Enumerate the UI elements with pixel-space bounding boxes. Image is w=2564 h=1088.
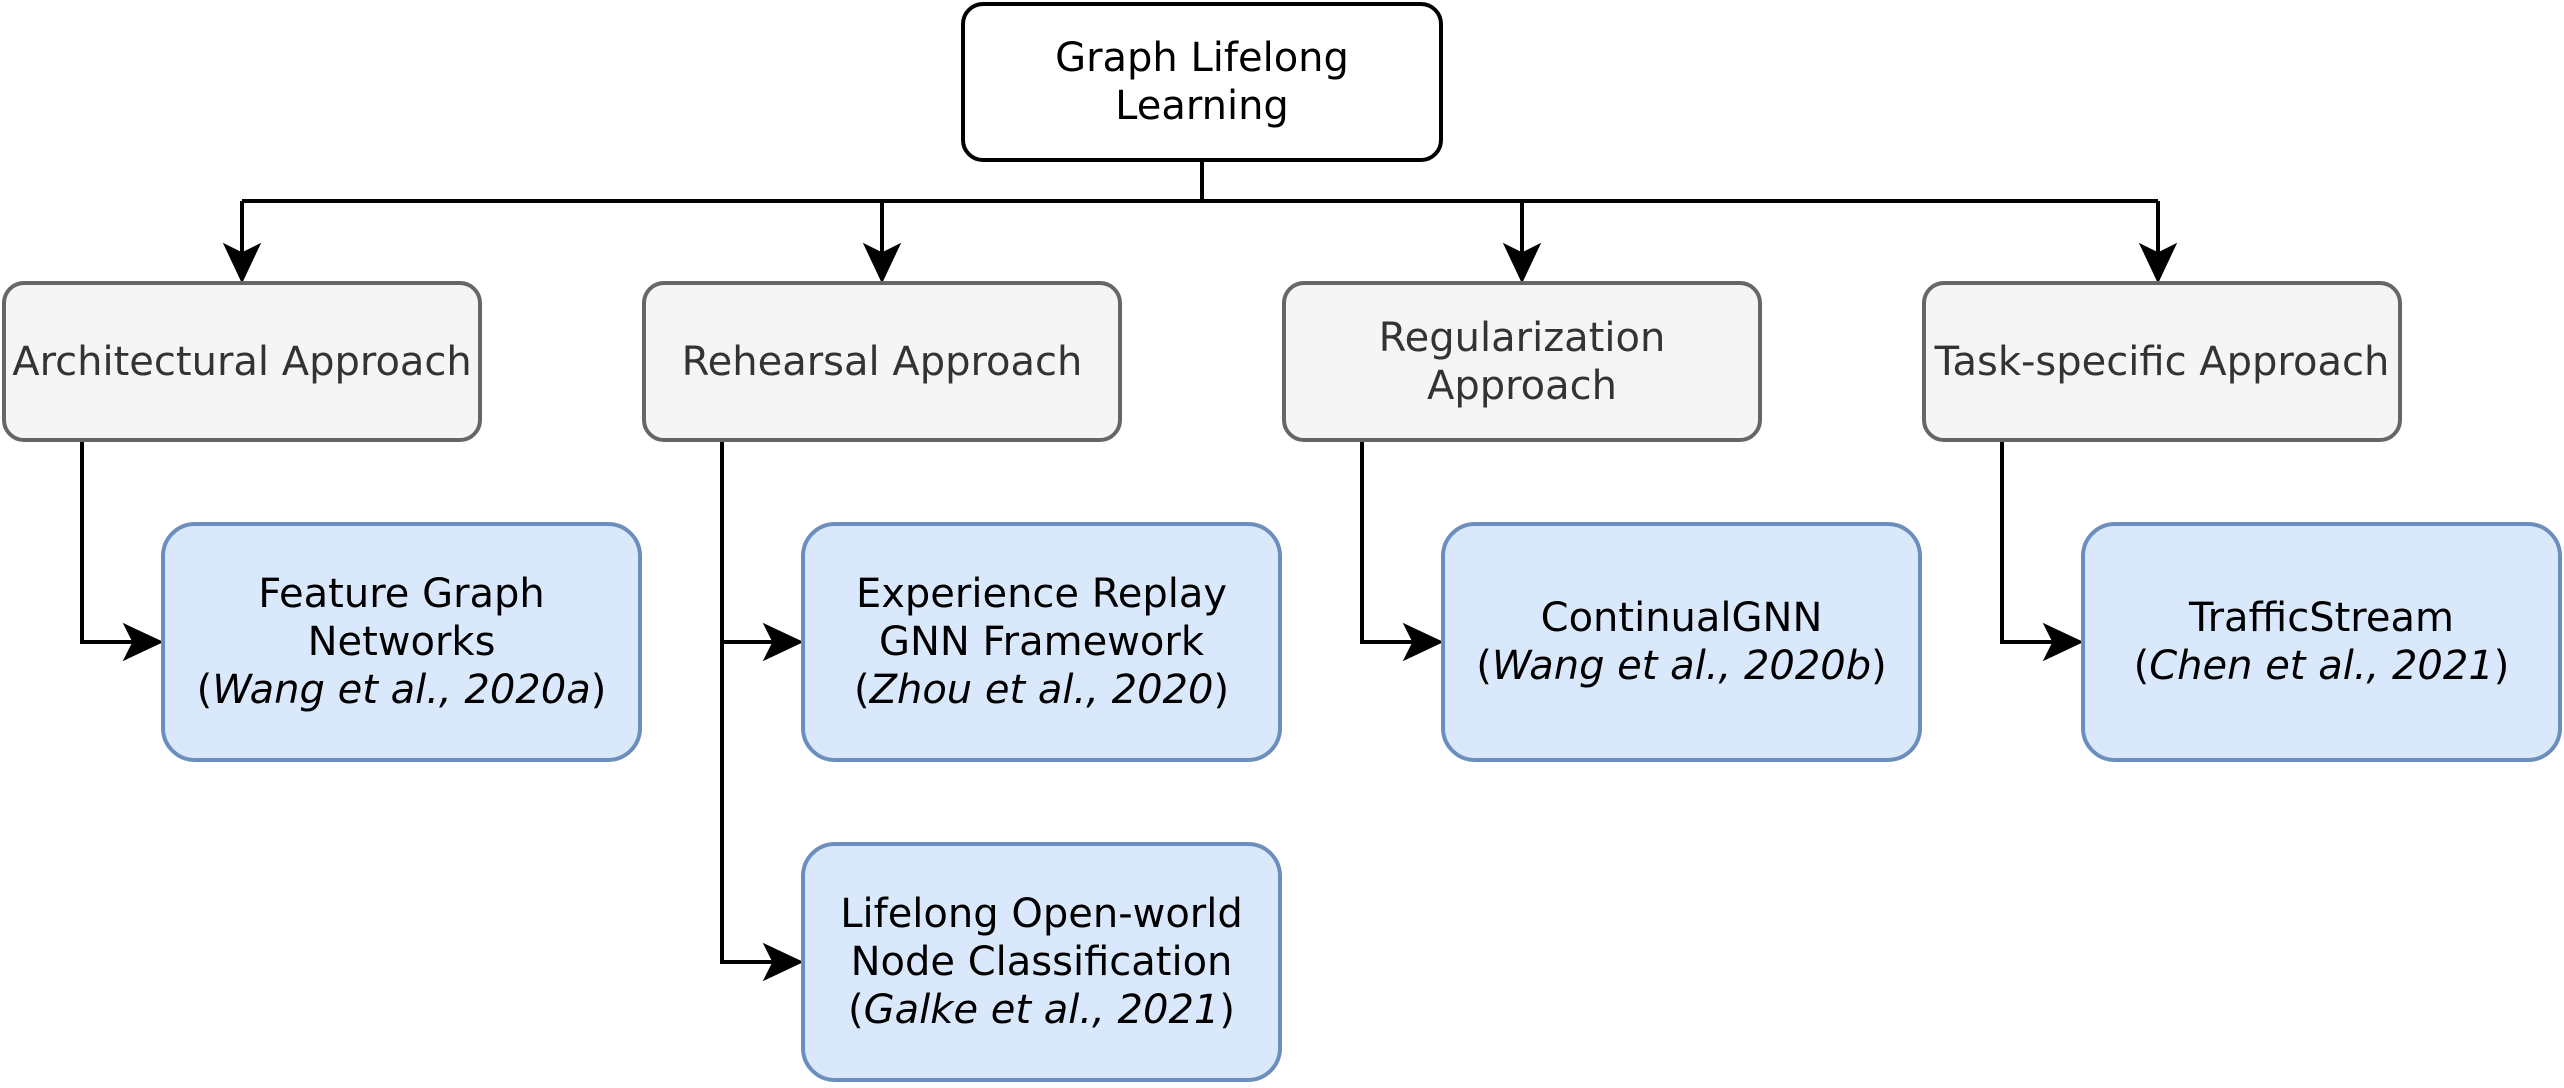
arrowhead-lifelong-open-world-icon bbox=[762, 942, 804, 982]
connector-task-specific-to-traffic-stream bbox=[2000, 442, 2070, 644]
connector-regularization-to-continual-gnn bbox=[1360, 442, 1430, 644]
method-title-line2: Node Classification bbox=[850, 939, 1233, 985]
method-node-feature-graph-networks: Feature Graph Networks (Wang et al., 202… bbox=[161, 522, 642, 762]
arrowhead-rehearsal-icon bbox=[862, 242, 902, 284]
category-label-regularization-line1: Regularization bbox=[1378, 314, 1666, 361]
arrowhead-task-specific-icon bbox=[2138, 242, 2178, 284]
category-label-rehearsal: Rehearsal Approach bbox=[681, 338, 1083, 385]
category-node-architectural: Architectural Approach bbox=[2, 281, 482, 442]
method-title-line1: Feature Graph bbox=[258, 571, 545, 617]
category-label-task-specific: Task-specific Approach bbox=[1934, 338, 2390, 385]
arrowhead-continual-gnn-icon bbox=[1402, 622, 1444, 662]
method-node-experience-replay: Experience Replay GNN Framework (Zhou et… bbox=[801, 522, 1282, 762]
method-citation: (Galke et al., 2021) bbox=[848, 987, 1235, 1033]
method-citation: (Wang et al., 2020a) bbox=[196, 667, 607, 713]
arrowhead-traffic-stream-icon bbox=[2042, 622, 2084, 662]
category-node-regularization: Regularization Approach bbox=[1282, 281, 1762, 442]
category-label-regularization-line2: Approach bbox=[1426, 362, 1618, 409]
root-node-graph-lifelong-learning: Graph Lifelong Learning bbox=[961, 2, 1443, 162]
method-title-line1: Experience Replay bbox=[855, 571, 1228, 617]
method-citation: (Zhou et al., 2020) bbox=[853, 667, 1230, 713]
root-label-line2: Learning bbox=[1115, 83, 1289, 129]
arrowhead-regularization-icon bbox=[1502, 242, 1542, 284]
method-title-line1: Lifelong Open-world bbox=[840, 891, 1243, 937]
method-node-traffic-stream: TrafficStream (Chen et al., 2021) bbox=[2081, 522, 2562, 762]
root-label-line1: Graph Lifelong bbox=[1055, 35, 1349, 81]
category-node-rehearsal: Rehearsal Approach bbox=[642, 281, 1122, 442]
method-title-line1: TrafficStream bbox=[2189, 595, 2454, 641]
arrowhead-feature-graph-icon bbox=[122, 622, 164, 662]
category-label-architectural: Architectural Approach bbox=[12, 338, 472, 385]
method-node-continual-gnn: ContinualGNN (Wang et al., 2020b) bbox=[1441, 522, 1922, 762]
method-citation: (Chen et al., 2021) bbox=[2133, 643, 2510, 689]
connector-rehearsal-to-lifelong-open-world bbox=[720, 442, 790, 964]
arrowhead-experience-replay-icon bbox=[762, 622, 804, 662]
method-node-lifelong-open-world: Lifelong Open-world Node Classification … bbox=[801, 842, 1282, 1082]
connector-architectural-to-feature-graph bbox=[80, 442, 150, 644]
category-node-task-specific: Task-specific Approach bbox=[1922, 281, 2402, 442]
method-title-line1: ContinualGNN bbox=[1540, 595, 1823, 641]
method-citation: (Wang et al., 2020b) bbox=[1476, 643, 1887, 689]
method-title-line2: GNN Framework bbox=[879, 619, 1204, 665]
method-title-line2: Networks bbox=[307, 619, 496, 665]
arrowhead-architectural-icon bbox=[222, 242, 262, 284]
